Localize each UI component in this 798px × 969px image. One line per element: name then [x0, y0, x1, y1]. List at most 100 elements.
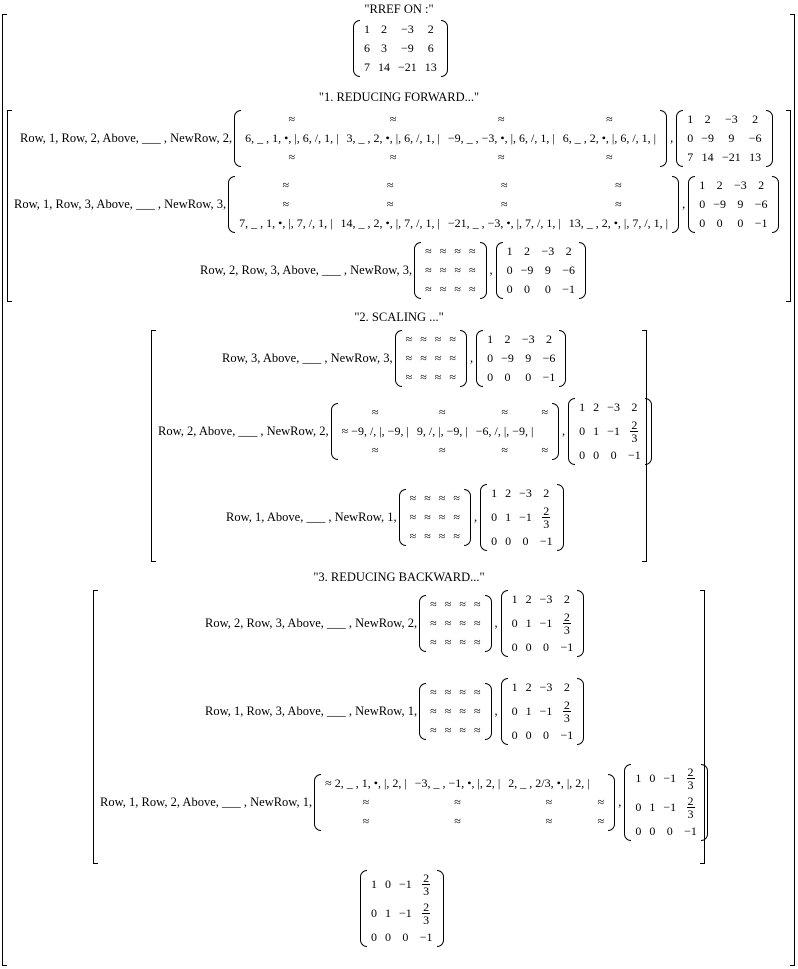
- matrix-cell: ≈: [459, 685, 466, 699]
- matrix-cell: ≈: [541, 443, 549, 457]
- matrix-cell: ≈: [497, 112, 505, 126]
- matrix-cell: −3: [521, 332, 535, 346]
- matrix-cell: −3: [539, 680, 553, 694]
- matrix-cell: −6, /, |, −9, |: [475, 424, 534, 438]
- matrix-cell: 0: [491, 510, 498, 524]
- matrix-cell: 0: [511, 704, 518, 718]
- matrix-cell: 0: [649, 824, 656, 838]
- matrix-cell: 0: [635, 800, 642, 814]
- matrix-cell: 1: [491, 486, 498, 500]
- op-label: Row, 1, Above, ___ , NewRow, 1,: [226, 510, 397, 524]
- matrix-cell: ≈ 2, _ , 1, •, |, 2, |: [325, 776, 407, 790]
- matrix-cell: −9: [501, 351, 514, 365]
- op-matrix: ≈≈≈≈≈ −9, /, |, −9, |9, /, |, −9, |−6, /…: [330, 403, 560, 460]
- matrix-cell: 0: [699, 216, 706, 230]
- matrix-cell: ≈: [454, 282, 461, 296]
- matrix-cell: −1: [663, 771, 677, 785]
- matrix-cell: ≈: [444, 635, 452, 649]
- matrix-cell: 2: [524, 244, 531, 258]
- matrix-cell: ≈: [409, 529, 417, 543]
- op-label: Row, 1, Row, 3, Above, ___ , NewRow, 3,: [14, 197, 227, 211]
- matrix-cell: 14: [701, 150, 714, 164]
- matrix-cell: 9: [544, 263, 551, 277]
- matrix-cell: −6: [542, 351, 556, 365]
- matrix-cell: 1: [649, 800, 656, 814]
- matrix-cell: 0: [579, 424, 586, 438]
- matrix-cell: ≈: [541, 405, 549, 419]
- matrix-cell: ≈: [434, 370, 442, 384]
- matrix-cell: ≈: [468, 282, 476, 296]
- matrix-cell: 1: [699, 178, 706, 192]
- matrix-cell: ≈: [438, 529, 446, 543]
- matrix-cell: 1: [371, 877, 377, 891]
- matrix-cell: −1: [519, 510, 532, 524]
- matrix-cell: 6: [427, 41, 434, 55]
- matrix-cell: 13: [749, 150, 762, 164]
- matrix-cell: 2: [504, 332, 511, 346]
- matrix-cell: 0: [511, 616, 518, 630]
- matrix-cell: 1: [505, 510, 512, 524]
- matrix-cell: ≈: [439, 443, 446, 457]
- matrix-cell: −3: [401, 22, 414, 36]
- matrix-cell: 0: [385, 930, 391, 944]
- matrix-cell: 2: [505, 486, 512, 500]
- matrix-cell: 14: [378, 60, 390, 74]
- matrix-cell: 2: [704, 112, 711, 126]
- matrix-cell: −1: [663, 800, 677, 814]
- matrix-cell: ≈: [439, 263, 447, 277]
- matrix-cell: ≈: [371, 405, 379, 419]
- op-label: Row, 2, Row, 3, Above, ___ , NewRow, 2,: [205, 616, 418, 630]
- matrix-cell: ≈: [500, 197, 508, 211]
- matrix-cell: ≈: [473, 704, 481, 718]
- section3-title: "3. REDUCING BACKWARD...": [313, 570, 485, 584]
- matrix-cell: ≈: [501, 443, 508, 457]
- matrix-cell: ≈: [405, 370, 413, 384]
- matrix-cell: ≈: [606, 150, 613, 164]
- matrix-cell: ≈: [473, 616, 481, 630]
- op-matrix: ≈ 2, _ , 1, •, |, 2, |−3, _ , −1, •, |, …: [314, 774, 616, 831]
- matrix-cell: 9: [525, 351, 532, 365]
- matrix-cell: ≈: [468, 263, 476, 277]
- op-label: Row, 1, Row, 3, Above, ___ , NewRow, 1,: [205, 704, 418, 718]
- matrix-cell: 0: [579, 448, 586, 462]
- matrix-cell: −1: [560, 728, 574, 742]
- matrix-cell: 2: [543, 486, 550, 500]
- matrix-cell: 2: [525, 680, 532, 694]
- matrix-cell: −1: [560, 640, 574, 654]
- matrix-cell: 0: [505, 534, 512, 548]
- matrix-cell: 0: [487, 370, 494, 384]
- matrix-cell: 2: [752, 112, 759, 126]
- matrix-cell: ≈: [459, 723, 466, 737]
- matrix-cell: ≈: [282, 197, 290, 211]
- matrix-cell: 1: [525, 704, 532, 718]
- matrix-cell: 0: [699, 197, 706, 211]
- op-matrix: ≈≈≈≈≈≈≈≈≈≈≈≈: [419, 595, 492, 652]
- matrix-cell: ≈: [430, 616, 437, 630]
- matrix-cell: −21, _ , −3, •, |, 7, /, 1, |: [447, 216, 561, 230]
- matrix-cell: ≈: [454, 814, 461, 828]
- matrix-cell: 7, _ , 1, •, |, 7, /, 1, |: [239, 216, 333, 230]
- matrix-cell: 1: [487, 332, 494, 346]
- matrix-cell: [537, 422, 552, 441]
- matrix-cell: 9: [728, 131, 735, 145]
- matrix-cell: 0: [402, 930, 409, 944]
- section1-op1: Row, 1, Row, 2, Above, ___ , NewRow, 2, …: [20, 110, 773, 167]
- matrix-cell: ≈: [424, 510, 431, 524]
- matrix-cell: ≈: [439, 405, 446, 419]
- matrix-cell: ≈: [434, 351, 442, 365]
- outer-bracket-right: [790, 14, 795, 966]
- matrix-cell: 2: [565, 244, 572, 258]
- matrix-cell: 0: [504, 370, 511, 384]
- matrix-cell: −1: [419, 930, 433, 944]
- matrix-cell: ≈: [405, 351, 413, 365]
- matrix-cell: ≈: [459, 704, 466, 718]
- matrix-cell: −9: [401, 41, 414, 55]
- matrix-cell: 0: [525, 370, 532, 384]
- section2-bracket-right: [642, 330, 647, 562]
